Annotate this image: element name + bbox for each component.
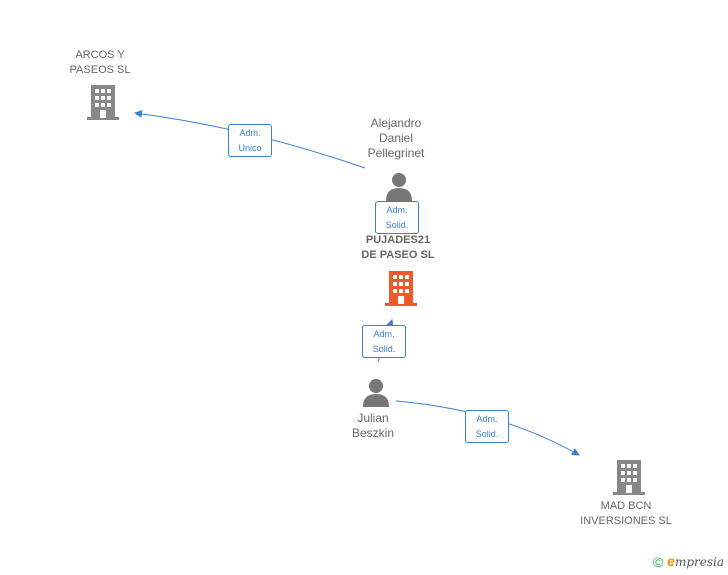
node-label-madbcn[interactable]: MAD BCN INVERSIONES SL (580, 500, 672, 527)
brand-logo: © empresia (653, 553, 724, 571)
node-label-arcos[interactable]: ARCOS Y PASEOS SL (69, 49, 131, 76)
role-badge: Adm. Solid. (362, 325, 406, 358)
brand-initial: e (667, 553, 675, 569)
node-label-pujades[interactable]: PUJADES21 DE PASEO SL (361, 234, 435, 261)
brand-name: mpresia (674, 555, 724, 569)
building-icon[interactable] (612, 459, 646, 495)
node-label-julian[interactable]: Julian Beszkin (351, 411, 395, 440)
building-icon[interactable] (86, 84, 120, 120)
building-icon-focus[interactable] (384, 270, 418, 306)
role-badge: Adm. Unico (228, 124, 272, 157)
role-badge: Adm. Solid. (375, 201, 419, 234)
person-icon[interactable] (361, 377, 391, 407)
person-icon[interactable] (384, 171, 414, 201)
role-badge: Adm. Solid. (465, 410, 509, 443)
node-label-alejandro[interactable]: Alejandro Daniel Pellegrinet (367, 116, 425, 160)
copyright-icon: © (652, 554, 664, 570)
